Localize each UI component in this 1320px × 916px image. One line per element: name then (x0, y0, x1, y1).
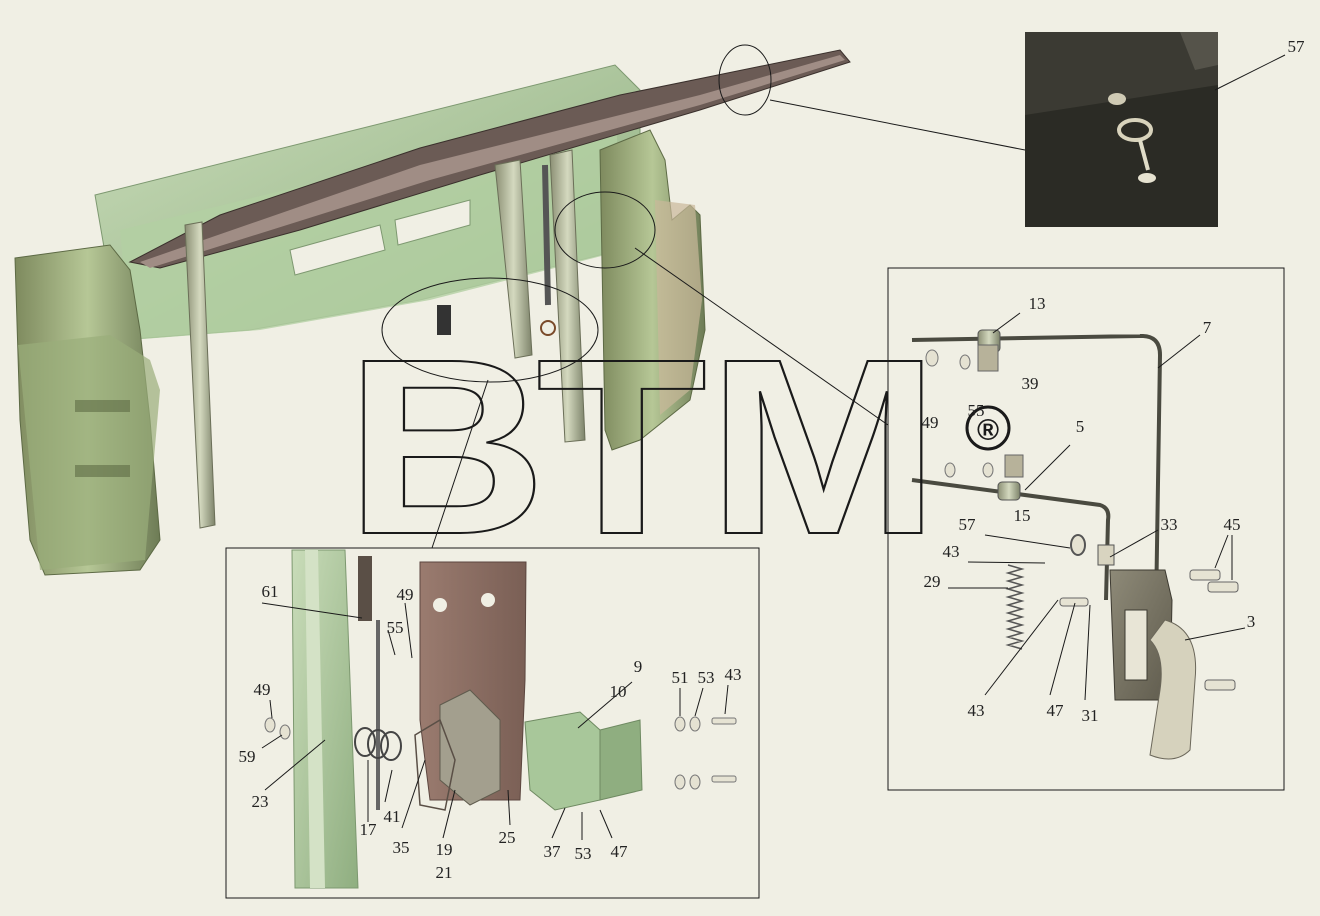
inset-bottom-frame (225, 547, 760, 899)
callout-label: 53 (698, 668, 715, 687)
callout-label: 33 (1161, 515, 1178, 534)
callout-label: 25 (499, 828, 516, 847)
callout-label: 55 (968, 401, 985, 420)
callout-label: 53 (575, 844, 592, 863)
callout-label: 39 (1022, 374, 1039, 393)
registered-mark: ® (977, 414, 999, 447)
watermark: ВТМ ® (344, 306, 1011, 587)
registered-mark-circle (965, 405, 1011, 451)
callout-label: 10 (610, 682, 627, 701)
inset-top-detail (1025, 32, 1218, 227)
callout-label: 61 (262, 582, 279, 601)
inset-bottom-leaders (261, 602, 729, 840)
callout-label: 31 (1082, 706, 1099, 725)
callout-label: 7 (1203, 318, 1212, 337)
callout-label: 49 (922, 413, 939, 432)
watermark-text: ВТМ (345, 307, 940, 586)
callout-label: 3 (1247, 612, 1256, 631)
callout-label: 13 (1029, 294, 1046, 313)
callout-label: 55 (387, 618, 404, 637)
callout-label: 47 (611, 842, 629, 861)
leader-lines (431, 99, 1026, 549)
callout-label: 23 (252, 792, 269, 811)
callout-label: 35 (393, 838, 410, 857)
callout-label: 51 (672, 668, 689, 687)
callout-label: 57 (959, 515, 977, 534)
callout-label: 59 (239, 747, 256, 766)
callout-label: 49 (254, 680, 271, 699)
inset-bottom-parts (264, 549, 737, 889)
inset-right-frame (887, 267, 1285, 791)
callout-label: 49 (397, 585, 414, 604)
callout-label: 43 (968, 701, 985, 720)
callout-label: 45 (1224, 515, 1241, 534)
callout-label: 43 (725, 665, 742, 684)
callout-label: 21 (436, 863, 453, 882)
callout-label: 57 (1288, 37, 1306, 56)
inset-right-leaders (948, 312, 1246, 701)
main-assembly (14, 44, 851, 576)
inset-right-parts (911, 329, 1239, 760)
callout-label: 29 (924, 572, 941, 591)
callout-label: 43 (943, 542, 960, 561)
callout-label: 5 (1076, 417, 1085, 436)
callout-label: 19 (436, 840, 453, 859)
callout-label: 47 (1047, 701, 1065, 720)
callout-label: 17 (360, 820, 378, 839)
callout-label: 41 (384, 807, 401, 826)
callout-label: 15 (1014, 506, 1031, 525)
callout-label: 9 (634, 657, 643, 676)
callout-label: 37 (544, 842, 562, 861)
